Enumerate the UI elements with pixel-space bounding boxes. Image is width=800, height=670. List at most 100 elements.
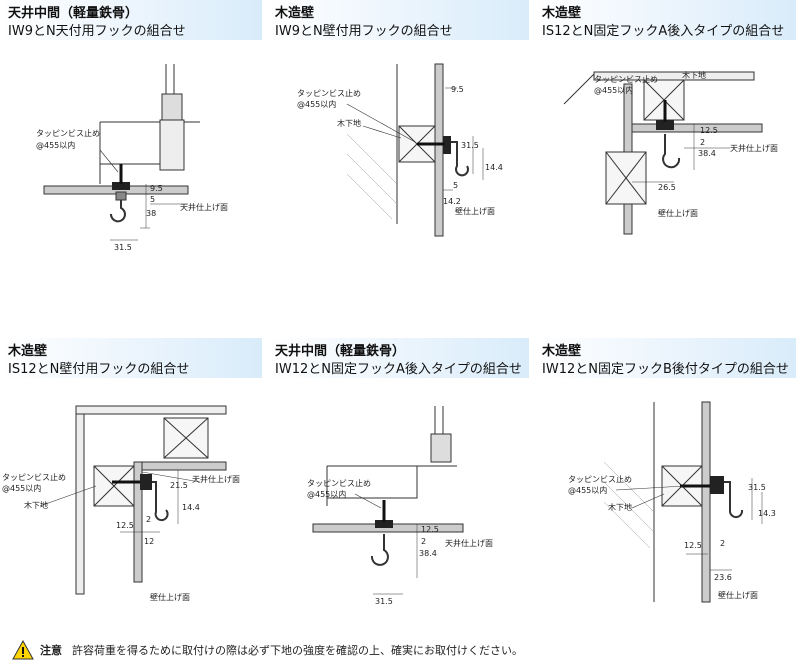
wood-stud-bottom [605,151,647,205]
dimension-lines [373,524,418,595]
dim-3: 38 [146,209,156,218]
rail-iw9 [443,136,451,154]
diagram-wood-wall-is12-a: タッピンビス止め @455以内 木下地 天井仕上げ面 壁仕上げ面 12.5 2 … [563,70,778,235]
panel-header: 木造壁 IW9とN壁付用フックの組合せ [267,0,529,40]
label-screw: タッピンビス止め [568,474,632,484]
rail-iw12 [710,476,724,494]
panel-title: 木造壁 [542,344,582,359]
dim-4: 2 [146,515,151,524]
panel-4: 木造壁 IS12とN壁付用フックの組合せ タッピンビス止め @455以内 木下地… [0,338,266,663]
wall-structure [75,413,85,595]
dim-2: 5 [150,195,155,204]
panel-header: 天井中間（軽量鉄骨） IW12とN固定フックA後入タイプの組合せ [267,338,529,378]
panel-title: 木造壁 [275,6,315,21]
label-finish: 壁仕上げ面 [150,592,190,602]
suspension-rods [430,406,452,463]
panel-header: 天井中間（軽量鉄骨） IW9とN天付用フックの組合せ [0,0,262,40]
dim-4: 2 [720,539,725,548]
label-screw: タッピンビス止め [2,472,66,482]
panel-subtitle: IS12とN固定フックA後入タイプの組合せ [542,24,785,39]
label-finish: 天井仕上げ面 [180,202,228,212]
diagram-ceiling-iw12: タッピンビス止め @455以内 天井仕上げ面 12.5 2 38.4 31.5 [307,406,493,606]
dimension-lines [110,184,150,241]
hook-head [115,191,127,201]
dim-2: 2 [700,138,705,147]
panel-subtitle: IW9とN壁付用フックの組合せ [275,24,453,39]
suspension-rods [161,64,183,121]
panel-subtitle: IW9とN天付用フックの組合せ [8,24,186,39]
diagram-wood-wall-iw12-b: タッピンビス止め @455以内 木下地 壁仕上げ面 31.5 14.3 12.5… [568,401,776,603]
caution-note: 注意 許容荷重を得るために取付けの際は必ず下地の強度を確認の上、確実にお取付けく… [12,638,523,662]
panel-title: 木造壁 [8,344,48,359]
wall-board [434,63,444,237]
panel-header: 木造壁 IW12とN固定フックB後付タイプの組合せ [534,338,796,378]
steel-channel [99,119,200,184]
caution-text: 許容荷重を得るために取付けの際は必ず下地の強度を確認の上、確実にお取付けください… [72,644,523,657]
panel-6: 木造壁 IW12とN固定フックB後付タイプの組合せ タッピンビス止め @455以… [534,338,800,663]
panel-1: 天井中間（軽量鉄骨） IW9とN天付用フックの組合せ タッピンビス止め @455… [0,0,266,325]
label-finish: 壁仕上げ面 [658,208,698,218]
dimension-lines [632,124,695,183]
rail-is12 [140,474,152,490]
label-screw: タッピンビス止め [594,74,658,84]
hook [724,481,744,519]
dim-2: 14.4 [182,503,200,512]
dim-1: 9.5 [451,85,464,94]
wall-board [133,461,143,583]
dim-3: 38.4 [419,549,437,558]
label-ceiling: 天井仕上げ面 [192,474,240,484]
panel-subtitle: IW12とN固定フックB後付タイプの組合せ [542,362,789,377]
panel-subtitle: IW12とN固定フックA後入タイプの組合せ [275,362,522,377]
ceiling-structure [75,405,227,415]
dim-1: 12.5 [700,126,718,135]
dimension-lines [443,87,484,191]
dim-1: 12.5 [421,525,439,534]
label-screw: タッピンビス止め [297,88,361,98]
diagram-wood-wall-is12: タッピンビス止め @455以内 木下地 天井仕上げ面 壁仕上げ面 21.5 14… [2,405,240,602]
label-pitch: @455以内 [594,85,633,95]
hatch-floor [603,461,655,549]
hook [451,141,469,177]
label-pitch: @455以内 [36,140,75,150]
panel-title: 木造壁 [542,6,582,21]
label-screw: タッピンビス止め [36,128,100,138]
panel-header: 木造壁 IS12とN固定フックA後入タイプの組合せ [534,0,796,40]
panel-3: 木造壁 IS12とN固定フックA後入タイプの組合せ タッピンビス止め @455以… [534,0,800,325]
dim-2: 2 [421,537,426,546]
hook [109,196,126,223]
dimension-lines [686,478,763,571]
dim-4: 26.5 [658,183,676,192]
dim-5: 23.6 [714,573,732,582]
dim-5: 14.2 [443,197,461,206]
dim-2: 14.3 [758,509,776,518]
label-pitch: @455以内 [297,99,336,109]
panel-header: 木造壁 IS12とN壁付用フックの組合せ [0,338,262,378]
warning-icon [12,640,34,660]
ceiling-board [631,123,763,133]
dim-4: 31.5 [114,243,132,252]
panel-subtitle: IS12とN壁付用フックの組合せ [8,362,190,377]
dim-2: 31.5 [461,141,479,150]
label-finish: 天井仕上げ面 [445,538,493,548]
label-finish: 壁仕上げ面 [455,206,495,216]
caution-label: 注意 [40,644,62,657]
dim-1: 9.5 [150,184,163,193]
dim-3: 14.4 [485,163,503,172]
dim-5: 12 [144,537,154,546]
panel-5: 天井中間（軽量鉄骨） IW12とN固定フックA後入タイプの組合せ タッピンビス止… [267,338,533,663]
hatch-floor [346,133,398,220]
label-pitch: @455以内 [568,485,607,495]
dim-3: 38.4 [698,149,716,158]
panel-title: 天井中間（軽量鉄骨） [275,344,406,359]
wood-stud [93,465,135,507]
dim-3: 12.5 [116,521,134,530]
label-pitch: @455以内 [2,483,41,493]
label-screw: タッピンビス止め [307,478,371,488]
label-base: 木下地 [608,502,632,512]
diagram-wood-wall-iw9: タッピンビス止め @455以内 木下地 壁仕上げ面 9.5 31.5 14.4 … [297,63,503,237]
rail-is12 [656,120,674,130]
label-finish: 壁仕上げ面 [718,590,758,600]
hook [370,534,389,566]
rail-iw9 [112,182,130,190]
hook [662,134,681,169]
